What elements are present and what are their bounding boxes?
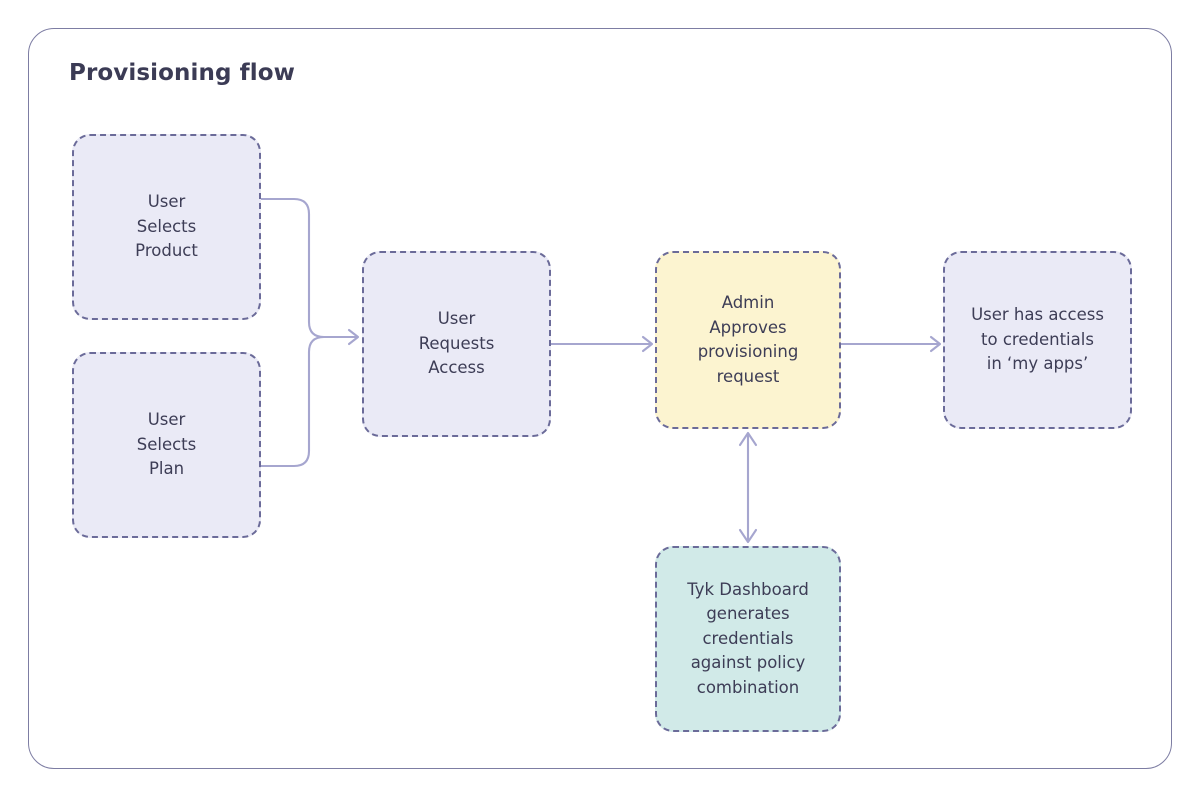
diagram-frame [28,28,1172,769]
node-label: User has access to credentials in ‘my ap… [971,305,1104,374]
node-label: Tyk Dashboard generates credentials agai… [687,579,809,697]
node-label: User Requests Access [418,309,495,378]
node-admin-approves[interactable]: Admin Approves provisioning request [655,251,841,429]
node-tyk-dashboard[interactable]: Tyk Dashboard generates credentials agai… [655,546,841,732]
node-label: User Selects Plan [136,410,197,479]
node-user-requests-access[interactable]: User Requests Access [362,251,551,437]
page-title: Provisioning flow [69,60,295,86]
node-user-has-access[interactable]: User has access to credentials in ‘my ap… [943,251,1132,429]
node-user-selects-plan[interactable]: User Selects Plan [72,352,261,538]
node-label: Admin Approves provisioning request [697,293,799,386]
node-user-selects-product[interactable]: User Selects Product [72,134,261,320]
node-label: User Selects Product [135,192,198,261]
